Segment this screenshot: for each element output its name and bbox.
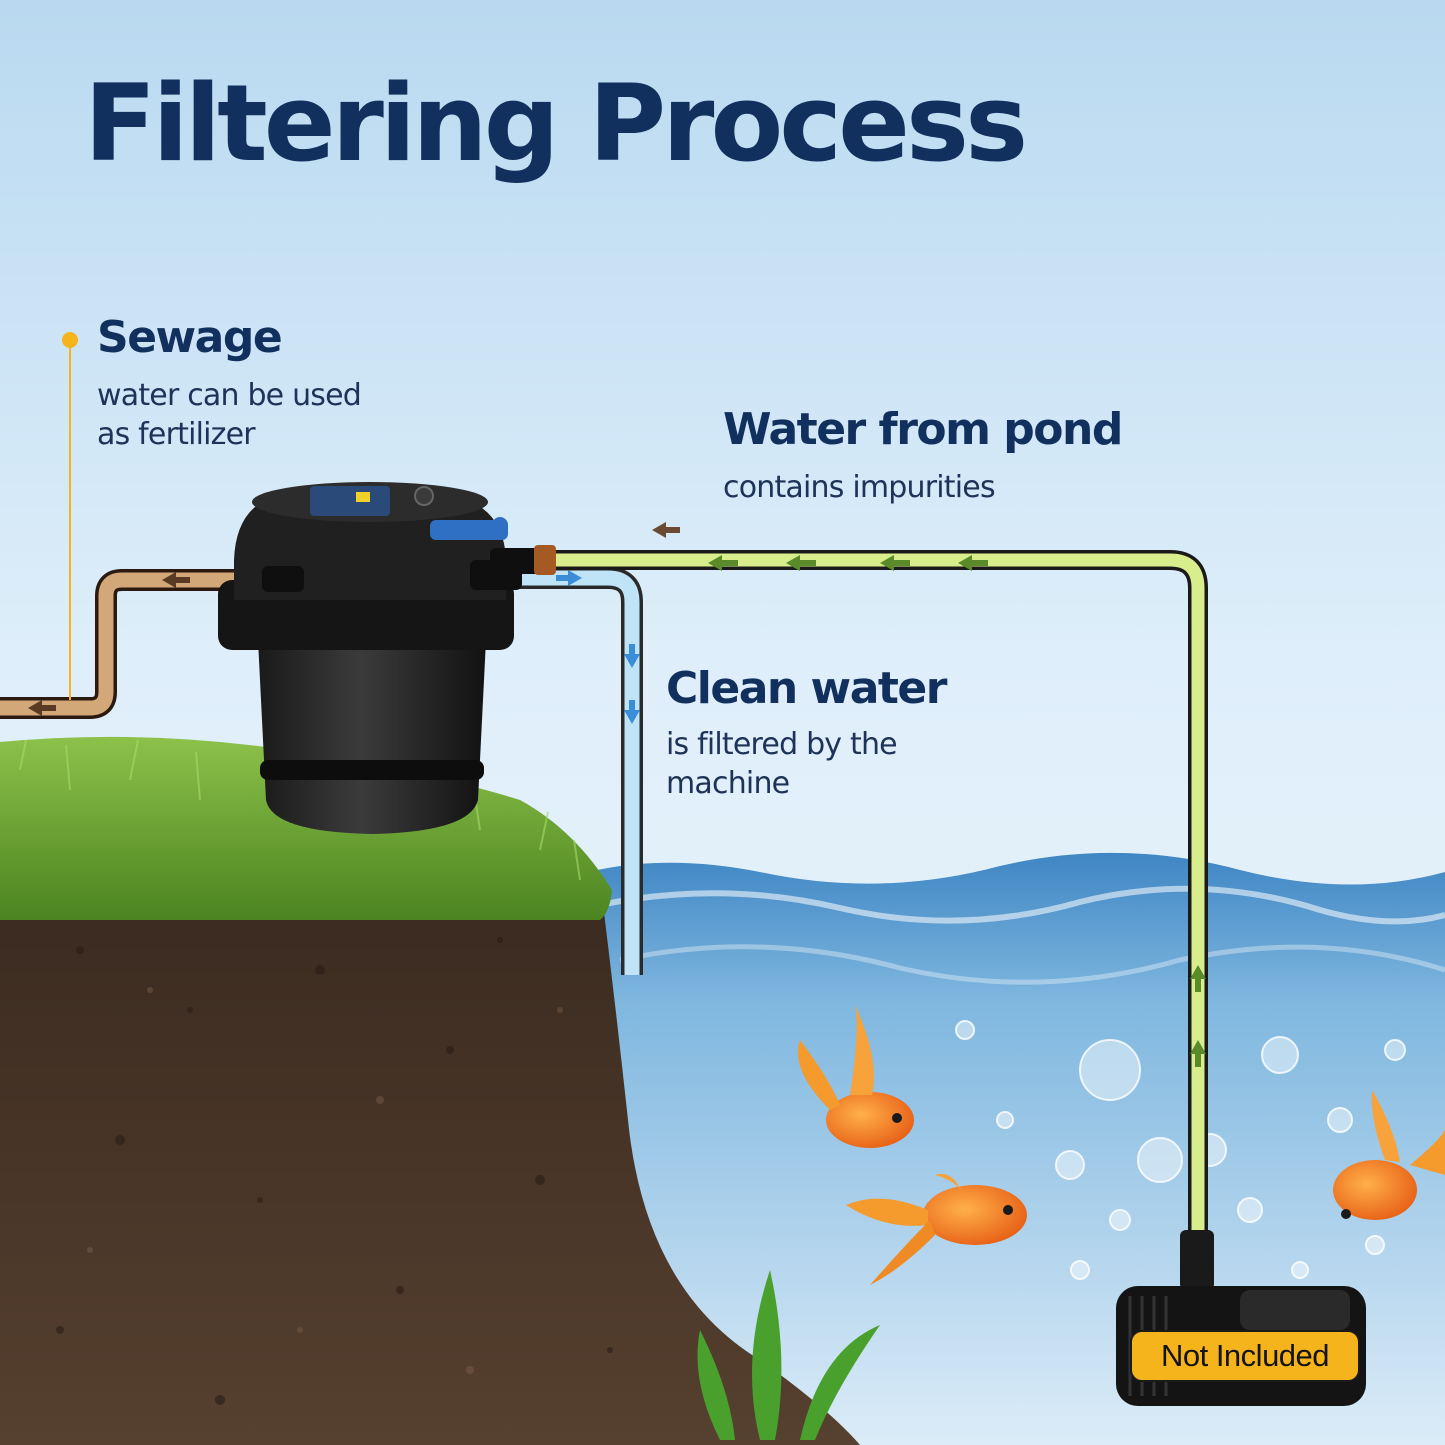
grass xyxy=(0,736,612,920)
pond-label-title: Water from pond xyxy=(723,404,1123,455)
soil-bank xyxy=(0,880,860,1445)
goldfish-3 xyxy=(1333,1090,1445,1220)
sewage-marker-dot xyxy=(62,332,78,348)
clean-label-title: Clean water xyxy=(666,663,947,714)
pond-filter-unit xyxy=(218,482,556,834)
sewage-label-title: Sewage xyxy=(97,312,283,363)
pond-label-description: contains impurities xyxy=(723,470,996,505)
goldfish-2 xyxy=(846,1173,1027,1285)
clean-label-description: is filtered by the machine xyxy=(666,727,898,801)
sewage-flow-arrows xyxy=(28,572,190,716)
clean-flow-arrows xyxy=(556,570,640,724)
goldfish-1 xyxy=(798,1005,914,1148)
pond-flow-arrows xyxy=(708,555,1206,1067)
sewage-label-description: water can be used as fertilizer xyxy=(97,378,362,452)
seaweed xyxy=(697,1270,880,1440)
page-title: Filtering Process xyxy=(84,62,1028,185)
pond-intake-arrow xyxy=(652,522,680,538)
not-included-badge: Not Included xyxy=(1130,1330,1360,1382)
